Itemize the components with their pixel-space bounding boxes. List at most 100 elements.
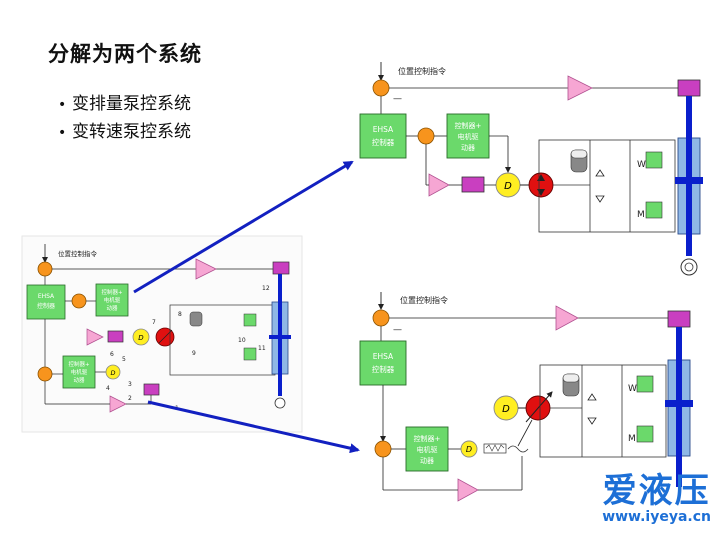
ehsa-label: 控制器 [372,364,395,374]
swashplate-sensor [143,383,160,396]
piston-rod [686,96,692,256]
bullet-text: 变转速泵控系统 [72,122,191,142]
valve-block [538,139,676,233]
spring-symbol: M [637,210,645,220]
bullet-text: 变排量泵控系统 [72,94,191,114]
driver-label: 控制器+ [101,288,123,296]
driver-label: 控制器+ [455,121,482,130]
rod-eye [274,397,286,409]
bullet-dot: • [58,125,67,141]
motor-label: D [504,181,512,192]
ehsa-label: 控制器 [37,302,55,310]
summing-junction [417,127,435,145]
summing-junction [372,79,390,97]
feedback-amplifier [195,258,217,280]
callout-number: 6 [110,351,114,358]
motor-driver-block [95,283,129,317]
ehsa-label: EHSA [373,125,394,134]
driver-label: 电机驱 [104,296,121,304]
driver-label: 电机驱 [417,445,438,454]
summing-junction [71,293,87,309]
ehsa-label: 控制器 [372,137,395,147]
valve-block [539,364,667,458]
variable-displacement-system-diagram: 位置控制指令 — EHSA 控制器 控制器+ 电机驱 动器 D D [359,292,693,502]
speed-sensor [107,330,124,343]
piston [665,400,693,407]
relief-valve-icon [636,375,654,393]
swashplate-link [507,445,529,453]
servo-motor [460,440,478,458]
feedback-amplifier [86,328,104,346]
driver-label: 动器 [420,456,434,465]
driver-label: 电机驱 [71,368,88,376]
check-valve-icon [595,195,605,203]
relief-valve-icon [243,313,257,327]
summing-junction [374,440,392,458]
motor-label: D [502,404,510,415]
piston [675,177,703,184]
minus-sign: — [393,94,402,104]
motor-label: D [466,445,472,454]
relief-valve-icon [645,201,663,219]
driver-label: 动器 [461,143,475,152]
relief-valve-icon [636,425,654,443]
ehsa-label: EHSA [38,293,55,300]
feedback-amplifier [428,173,450,197]
feedback-amplifier [567,75,593,101]
spring-actuator [483,443,507,454]
callout-number: 2 [128,395,132,402]
summing-junction [37,261,53,277]
check-valve-icon [595,169,605,177]
feedback-amplifier [457,478,479,502]
driver-label: 电机驱 [458,132,479,141]
decompose-arrow-top [133,160,354,294]
ehsa-label: EHSA [373,352,394,361]
callout-number: 7 [152,319,156,326]
position-sensor [272,261,290,275]
decompose-arrow-bottom [147,400,360,454]
driver-label: 动器 [73,377,85,384]
watermark-logo: 爱液压 [602,471,711,511]
servo-motor [132,328,150,346]
callout-number: 8 [178,311,182,318]
check-valve-icon [587,393,597,401]
servo-motor [105,364,121,380]
position-command-label: 位置控制指令 [398,66,446,76]
piston [269,335,291,339]
driver-label: 控制器+ [414,434,441,443]
ehsa-controller-block [359,113,407,159]
feedback-amplifier [555,305,579,331]
callout-number: 9 [192,350,196,357]
callout-number: 5 [122,356,126,363]
minus-sign: — [393,325,402,335]
combined-system-diagram: 位置控制指令 EHSA 控制器 控制器+ 电机驱 动器 D 控制器+ [21,235,303,433]
spring-symbol: W [637,160,646,170]
bullet-dot: • [58,97,67,113]
relief-valve-icon [243,347,257,361]
position-command-label: 位置控制指令 [400,295,448,305]
motor-label: D [138,334,144,342]
motor-driver-block [446,113,490,159]
variable-speed-system-diagram: 位置控制指令 — EHSA 控制器 控制器+ 电机驱 动器 D [359,62,703,276]
accumulator-icon [189,311,203,327]
check-valve-icon [587,417,597,425]
callout-number: 10 [238,337,246,344]
spring-symbol: W [628,384,637,394]
summing-junction [37,366,53,382]
callout-number: 12 [262,285,270,292]
driver-label: 控制器+ [68,360,90,368]
position-sensor [667,310,691,328]
bullet-item: • 变转速泵控系统 [58,118,191,146]
speed-sensor [461,176,485,193]
watermark: 爱液压 www.iyeya.cn [602,473,711,525]
motor-label: D [110,369,115,377]
callout-number: 4 [106,385,110,392]
spring-symbol: M [628,434,636,444]
motor-driver-block [405,426,449,472]
callout-number: 11 [258,345,266,352]
driver-label: 动器 [106,305,118,312]
relief-valve-icon [645,151,663,169]
position-sensor [677,79,701,97]
slide-title: 分解为两个系统 [48,42,202,66]
